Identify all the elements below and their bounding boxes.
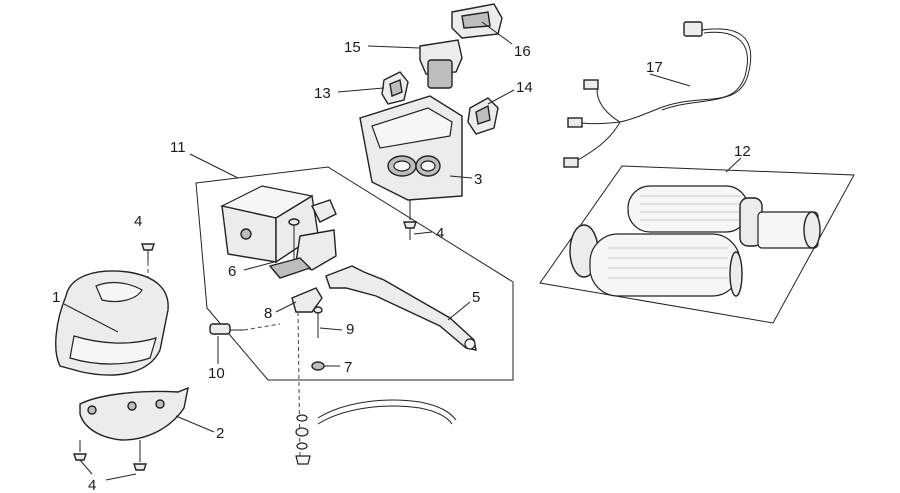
- assembly-frame-12: [539, 165, 855, 324]
- callout-15: 15: [344, 39, 361, 56]
- switch-button-13: [381, 71, 409, 105]
- bolt-9: [313, 306, 323, 338]
- switch-housing: [359, 95, 463, 201]
- screw-lower-left: [73, 440, 87, 461]
- handlebar-grips: [569, 185, 821, 297]
- callout-2: 2: [216, 425, 224, 442]
- assembly-axis: [297, 311, 301, 461]
- nut-7: [311, 361, 325, 371]
- callout-4-top: 4: [134, 213, 142, 230]
- callout-labels: 1 2 3 4 4 4 5 6 7 8 9 10 11 12 13 14 15 …: [52, 39, 751, 493]
- wiring-harness: [563, 21, 752, 168]
- handlebar-cover-lower: [79, 386, 189, 441]
- switch-cover-16: [451, 3, 503, 39]
- brake-hose: [295, 399, 457, 465]
- assembly-frame-11: [195, 166, 514, 381]
- callout-4-bottom: 4: [88, 477, 96, 493]
- callout-10: 10: [208, 365, 225, 382]
- handlebar-cover-upper: [55, 270, 169, 376]
- switch-button-15: [419, 39, 463, 89]
- callout-9: 9: [346, 321, 354, 338]
- screw-upper-left: [141, 243, 155, 262]
- callout-7: 7: [344, 359, 352, 376]
- leader-lines: [63, 21, 742, 481]
- callout-13: 13: [314, 85, 331, 102]
- pivot-pin-6: [268, 218, 312, 279]
- callout-8: 8: [264, 305, 272, 322]
- brake-lever: [325, 265, 477, 351]
- callout-12: 12: [734, 143, 751, 160]
- switch-button-14: [467, 97, 499, 135]
- screw-lower-right: [133, 440, 147, 471]
- callout-11: 11: [170, 139, 186, 156]
- callout-5: 5: [472, 289, 480, 306]
- screw-housing: [403, 200, 417, 240]
- callout-14: 14: [516, 79, 533, 96]
- clamp-8: [291, 287, 323, 313]
- callout-4-housing: 4: [436, 225, 444, 242]
- callout-1: 1: [52, 289, 60, 306]
- master-cylinder: [220, 185, 337, 271]
- callout-6: 6: [228, 263, 236, 280]
- callout-3: 3: [474, 171, 482, 188]
- callout-17: 17: [646, 59, 663, 76]
- stop-switch-10: [209, 323, 281, 335]
- callout-16: 16: [514, 43, 531, 60]
